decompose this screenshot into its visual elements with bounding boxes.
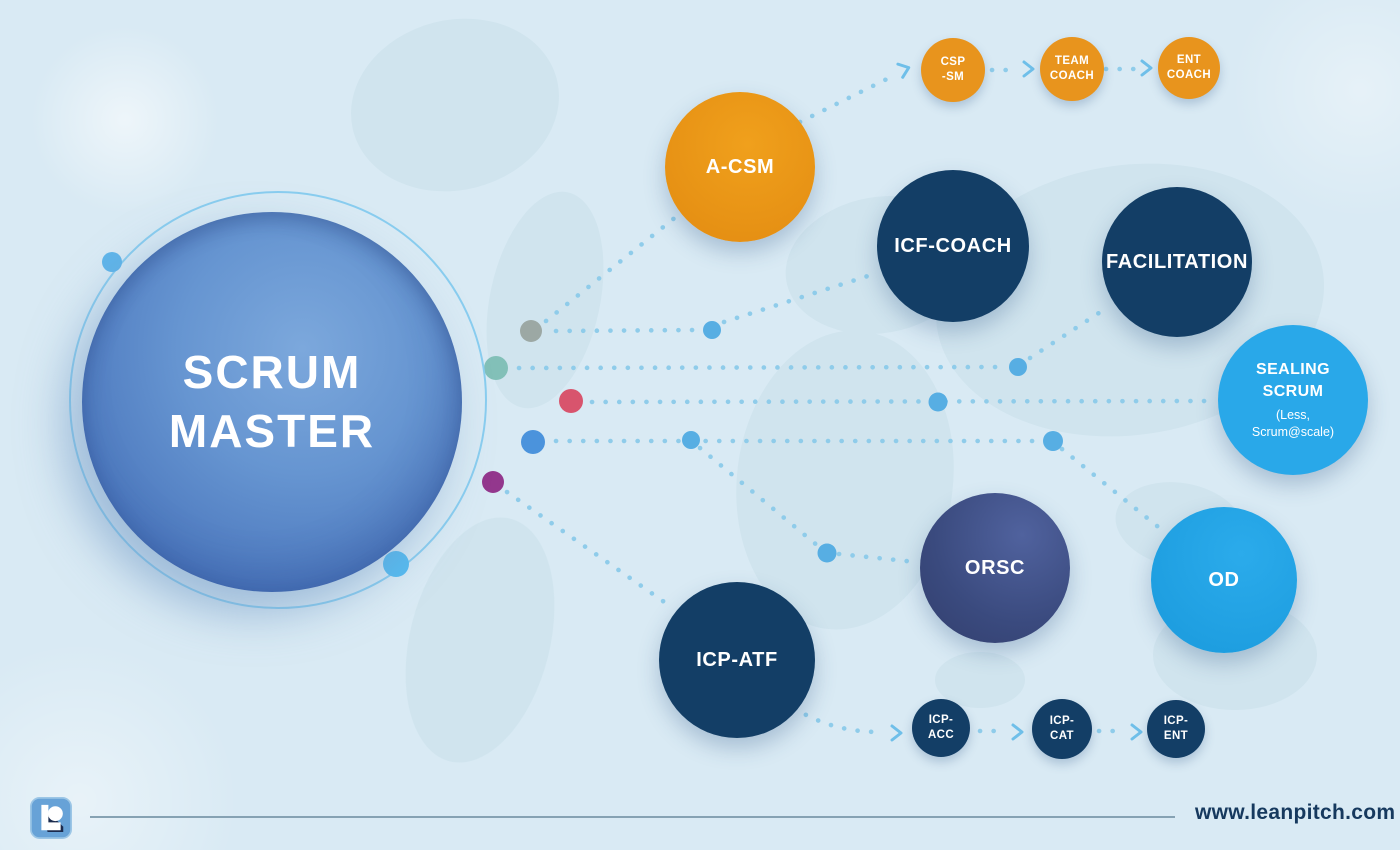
node-icp-ent: ICP- ENT bbox=[1147, 700, 1205, 758]
node-sealing-scrum-sub-line1: (Less, bbox=[1275, 408, 1311, 423]
node-sealing-scrum-sub-line2: Scrum@scale) bbox=[1251, 425, 1335, 440]
scrum-master-title-line2: MASTER bbox=[168, 405, 376, 457]
hub-dot-blue bbox=[521, 430, 545, 454]
node-icp-ent-line1: ICP- bbox=[1163, 715, 1189, 728]
node-a-csm: A-CSM bbox=[665, 92, 815, 242]
leanpitch-logo bbox=[30, 797, 72, 839]
waypoint-dot bbox=[703, 321, 721, 339]
node-ent-coach-line1: ENT bbox=[1176, 54, 1202, 67]
waypoint-dot bbox=[682, 431, 700, 449]
waypoint-dot bbox=[817, 543, 837, 563]
edge-purple-to-icp-atf bbox=[504, 489, 673, 609]
node-sealing-scrum: SEALING SCRUM (Less, Scrum@scale) bbox=[1218, 325, 1368, 475]
node-a-csm-label: A-CSM bbox=[705, 156, 775, 178]
chevron-right-icon bbox=[1022, 60, 1035, 78]
edge-gray-to-acsm bbox=[543, 213, 680, 324]
scrum-master-title-line1: SCRUM bbox=[182, 346, 362, 399]
waypoint-dot bbox=[1009, 358, 1027, 376]
node-icp-cat-line2: CAT bbox=[1050, 730, 1074, 742]
hub-orbit-ring bbox=[69, 191, 487, 609]
chevron-right-icon bbox=[896, 62, 911, 79]
node-sealing-scrum-label-line1: SEALING bbox=[1256, 361, 1330, 379]
edge-to-facilitation bbox=[1027, 304, 1111, 361]
node-scrum-master: SCRUM MASTER bbox=[82, 212, 462, 592]
hub-dot-red bbox=[559, 389, 583, 413]
node-icp-ent-line2: ENT bbox=[1163, 730, 1189, 742]
chevron-right-icon bbox=[890, 724, 903, 742]
waypoint-dot bbox=[928, 392, 948, 412]
node-icp-acc: ICP- ACC bbox=[912, 699, 970, 757]
edge-to-orsc bbox=[836, 551, 919, 565]
orbit-dot bbox=[383, 551, 409, 577]
node-team-coach: TEAM COACH bbox=[1040, 37, 1104, 101]
node-icp-acc-line1: ICP- bbox=[928, 714, 954, 727]
hub-dot-teal bbox=[484, 356, 508, 380]
node-od-label: OD bbox=[1208, 569, 1240, 591]
edge-atf-to-icp-acc bbox=[780, 697, 887, 735]
node-team-coach-line2: COACH bbox=[1049, 70, 1095, 82]
node-icp-cat: ICP- CAT bbox=[1032, 699, 1092, 759]
orbit-dot bbox=[102, 252, 122, 272]
node-facilitation: FACILITATION bbox=[1102, 187, 1252, 337]
node-icp-acc-line2: ACC bbox=[927, 729, 955, 741]
node-facilitation-label: FACILITATION bbox=[1106, 251, 1248, 273]
node-orsc-label: ORSC bbox=[964, 557, 1026, 579]
edge-gray-horizontal bbox=[553, 327, 701, 334]
footer-divider bbox=[90, 816, 1175, 818]
node-ent-coach: ENT COACH bbox=[1158, 37, 1220, 99]
node-icf-coach: ICF-COACH bbox=[877, 170, 1029, 322]
node-icp-atf-label: ICP-ATF bbox=[696, 649, 778, 671]
node-csp-sm-line1: CSP bbox=[940, 56, 966, 69]
node-icp-cat-line1: ICP- bbox=[1049, 715, 1075, 728]
edge-blue-diagonal-down bbox=[697, 445, 821, 549]
edge-to-od bbox=[1059, 446, 1165, 533]
node-team-coach-line1: TEAM bbox=[1054, 55, 1090, 68]
node-orsc: ORSC bbox=[920, 493, 1070, 643]
edge-to-icf-coach bbox=[721, 271, 877, 325]
node-csp-sm: CSP -SM bbox=[921, 38, 985, 102]
hub-dot-gray bbox=[520, 320, 542, 342]
node-icp-atf: ICP-ATF bbox=[659, 582, 815, 738]
chevron-right-icon bbox=[1140, 59, 1153, 77]
edge-teal-horizontal bbox=[516, 364, 1006, 371]
website-url: www.leanpitch.com bbox=[1195, 801, 1396, 824]
chevron-right-icon bbox=[1130, 723, 1143, 741]
hub-dot-purple bbox=[482, 471, 504, 493]
node-csp-sm-line2: -SM bbox=[941, 71, 965, 83]
node-sealing-scrum-label-line2: SCRUM bbox=[1262, 382, 1324, 400]
edge-red-to-sealing-scrum bbox=[589, 398, 1216, 405]
chevron-right-icon bbox=[1011, 723, 1024, 741]
edge-acsm-to-csp-sm bbox=[797, 73, 896, 125]
node-ent-coach-line2: COACH bbox=[1166, 69, 1212, 81]
node-od: OD bbox=[1151, 507, 1297, 653]
node-icf-coach-label: ICF-COACH bbox=[894, 235, 1012, 257]
waypoint-dot bbox=[1043, 431, 1063, 451]
